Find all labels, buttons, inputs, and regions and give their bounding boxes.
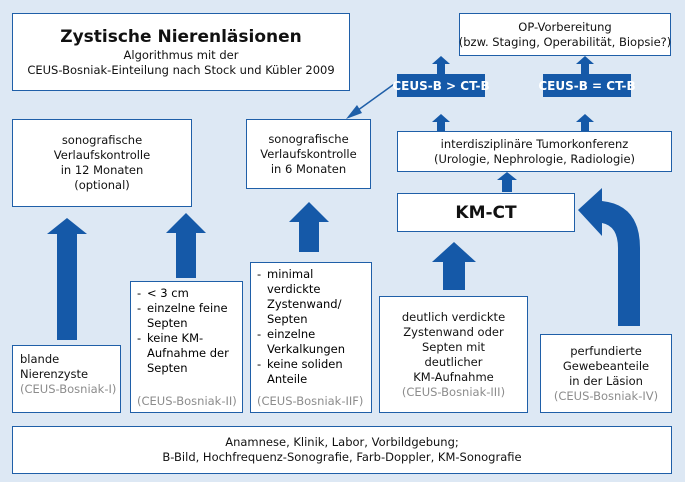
category-bosniak-3-box: deutlich verdickte Zystenwand oder Septe… xyxy=(379,296,528,413)
cat2f-item-no-solid: - keine soliden Anteile xyxy=(257,357,343,386)
cat4-line-1: perfundierte xyxy=(570,343,642,358)
conference-line-2: (Urologie, Nephrologie, Radiologie) xyxy=(433,151,636,166)
cat2-item-septa: - einzelne feine Septen xyxy=(137,301,228,330)
control-12-line-2: Verlaufskontrolle xyxy=(53,148,151,162)
ceus-equal-ct-badge: CEUS-B = CT-B xyxy=(538,74,636,97)
cat2f-item-wall: - minimal verdickte Zystenwand/ Septen xyxy=(257,267,342,326)
cat4-line-3: in der Läsion xyxy=(569,373,643,388)
cat1-line-2: Nierenzyste xyxy=(20,367,89,381)
cat3-line-1: deutlich verdickte xyxy=(401,309,506,324)
conference-line-1: interdisziplinäre Tumorkonferenz xyxy=(440,136,629,151)
arrow-diagonal-head xyxy=(346,105,362,119)
category-bosniak-4-box: perfundierte Gewebeanteile in der Läsion… xyxy=(540,334,672,413)
baseline-line-2: B-Bild, Hochfrequenz-Sonografie, Farb-Do… xyxy=(162,450,522,464)
arrow-up-cat2f xyxy=(289,202,329,252)
control-6-line-1: sonografische xyxy=(268,131,349,146)
arrow-up-kmct xyxy=(497,172,517,192)
arrow-diagonal-line xyxy=(353,81,398,114)
cat2-item-size: - < 3 cm xyxy=(137,286,189,300)
arrow-up-ceus-gt xyxy=(432,114,450,131)
cat2f-label: (CEUS-Bosniak-IIF) xyxy=(257,394,364,408)
km-ct-label: KM-CT xyxy=(455,202,517,223)
category-bosniak-2-box: - < 3 cm - einzelne feine Septen - keine… xyxy=(130,281,243,413)
km-ct-box: KM-CT xyxy=(397,193,575,232)
diagram-title: Zystische Nierenläsionen xyxy=(60,27,302,47)
cat2-item-no-enhancement: - keine KM- Aufnahme der Septen xyxy=(137,331,229,375)
cat3-line-4: deutlicher xyxy=(424,354,483,369)
op-line-2: (bzw. Staging, Operabilität, Biopsie?) xyxy=(458,34,672,49)
control-12-months-box: sonografische Verlaufskontrolle in 12 Mo… xyxy=(12,119,192,207)
arrow-up-cat2 xyxy=(166,213,206,278)
control-12-line-1: sonografische xyxy=(61,133,143,147)
cat1-label: (CEUS-Bosniak-I) xyxy=(20,382,117,396)
title-box: Zystische Nierenläsionen Algorithmus mit… xyxy=(12,13,350,91)
baseline-line-1: Anamnese, Klinik, Labor, Vorbildgebung; xyxy=(225,435,459,449)
category-bosniak-2f-box: - minimal verdickte Zystenwand/ Septen -… xyxy=(250,262,372,413)
cat3-line-5: KM-Aufnahme xyxy=(413,369,494,384)
category-bosniak-1-box: blande Nierenzyste (CEUS-Bosniak-I) xyxy=(12,345,121,413)
control-12-line-3: in 12 Monaten xyxy=(60,163,144,177)
control-12-line-4: (optional) xyxy=(74,178,130,192)
cat1-line-1: blande xyxy=(20,352,60,366)
cat3-label: (CEUS-Bosniak-III) xyxy=(401,384,506,399)
arrow-up-cat1 xyxy=(47,218,87,340)
control-6-line-2: Verlaufskontrolle xyxy=(260,146,357,161)
arrow-up-op-left xyxy=(432,56,450,74)
arrow-up-cat3 xyxy=(432,242,476,290)
cat3-line-3: Septen mit xyxy=(421,339,486,354)
cat2-label: (CEUS-Bosniak-II) xyxy=(137,394,237,408)
op-line-1: OP-Vorbereitung xyxy=(518,19,612,34)
title-line-2: CEUS-Bosniak-Einteilung nach Stock und K… xyxy=(27,63,335,77)
baseline-diagnostics-box: Anamnese, Klinik, Labor, Vorbildgebung; … xyxy=(12,426,672,474)
tumor-conference-box: interdisziplinäre Tumorkonferenz (Urolog… xyxy=(397,131,672,172)
arrow-up-ceus-eq xyxy=(576,114,594,131)
control-6-months-box: sonografische Verlaufskontrolle in 6 Mon… xyxy=(246,119,371,189)
cat4-label: (CEUS-Bosniak-IV) xyxy=(553,388,659,403)
cat3-line-2: Zystenwand oder xyxy=(403,324,504,339)
arrow-curve-cat4 xyxy=(578,188,640,326)
cat4-line-2: Gewebeanteile xyxy=(562,358,650,373)
cat2f-item-calcifications: - einzelne Verkalkungen xyxy=(257,327,346,356)
op-preparation-box: OP-Vorbereitung (bzw. Staging, Operabili… xyxy=(459,13,671,56)
ceus-greater-ct-badge: CEUS-B > CT-B xyxy=(392,74,490,97)
arrow-up-op-right xyxy=(576,56,594,74)
control-6-line-3: in 6 Monaten xyxy=(270,161,347,176)
title-line-1: Algorithmus mit der xyxy=(123,48,239,62)
